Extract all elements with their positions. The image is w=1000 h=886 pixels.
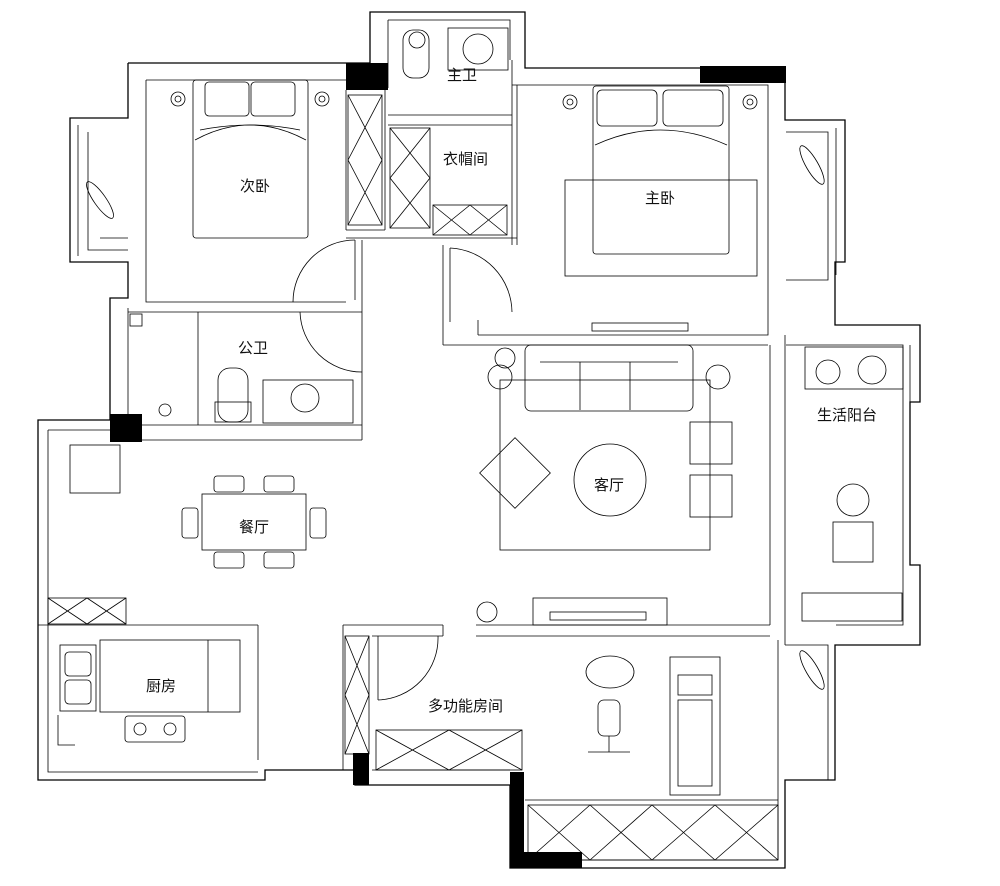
balcony-fixtures xyxy=(801,346,904,622)
label-public-bathroom: 公卫 xyxy=(238,339,268,357)
structural-columns xyxy=(110,63,786,868)
kitchen-fixtures xyxy=(57,639,241,746)
master-bath-fixtures xyxy=(389,27,509,236)
label-cloakroom: 衣帽间 xyxy=(443,150,488,168)
living-room-furniture xyxy=(476,344,733,626)
label-secondary-bedroom: 次卧 xyxy=(240,177,270,195)
label-multifunction-room: 多功能房间 xyxy=(428,697,503,715)
label-master-bathroom: 主卫 xyxy=(447,66,477,84)
exterior-walls xyxy=(37,11,921,869)
master-bedroom-furniture xyxy=(562,85,825,332)
public-bath-fixtures xyxy=(129,313,354,424)
label-kitchen: 厨房 xyxy=(146,677,176,695)
label-dining-room: 餐厅 xyxy=(239,518,269,536)
doors xyxy=(292,239,513,701)
dining-furniture xyxy=(47,444,327,625)
label-living-room: 客厅 xyxy=(594,476,624,494)
interior-walls xyxy=(38,60,786,801)
label-utility-balcony: 生活阳台 xyxy=(817,406,877,424)
label-master-bedroom: 主卧 xyxy=(645,189,675,207)
secondary-bedroom-furniture xyxy=(86,79,383,239)
multifunction-fixtures xyxy=(344,635,825,861)
